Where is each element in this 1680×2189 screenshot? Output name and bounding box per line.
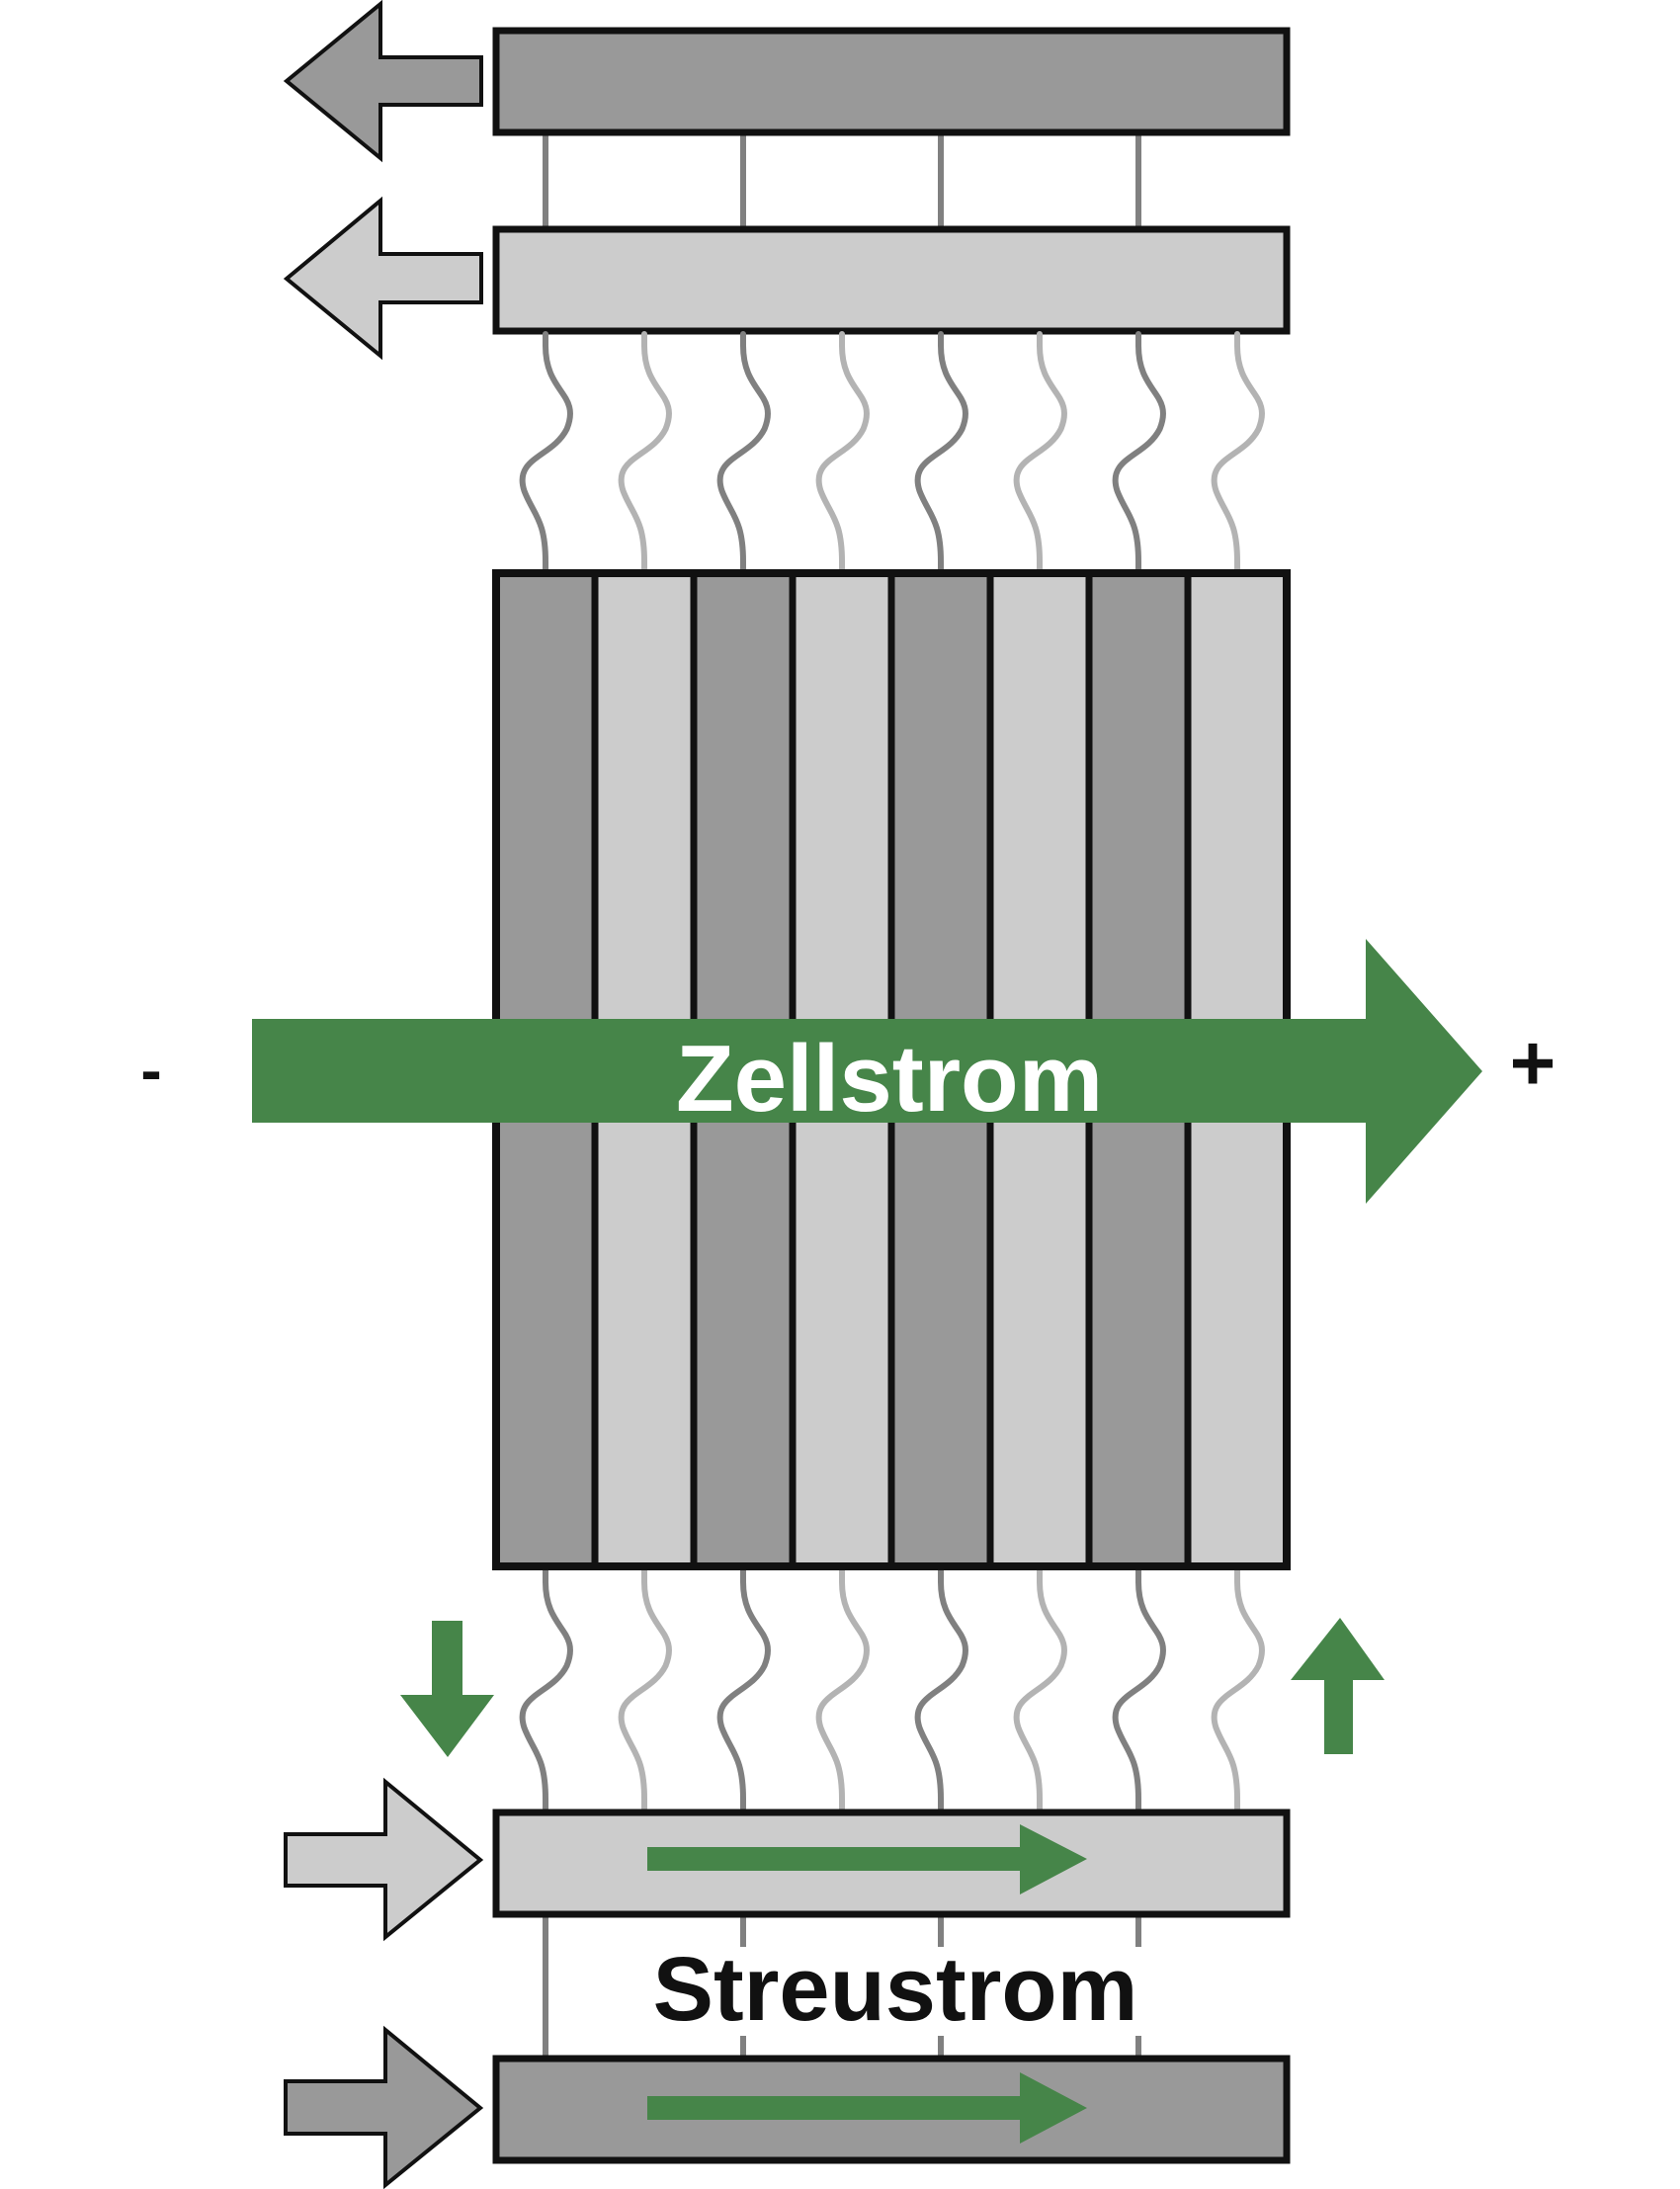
stray-current-up-arrow [1291,1618,1385,1754]
bottom-channel-4 [815,1567,870,1811]
bottom-channel-7 [1112,1567,1166,1811]
bottom-channel-5 [914,1567,968,1811]
top-channel-1 [519,331,573,574]
bottom-channel-1 [519,1567,573,1811]
bottom-channel-8 [1211,1567,1265,1811]
top-channel-5 [914,331,968,574]
top-channel-6 [1013,331,1067,574]
minus-pole-label: - [140,1035,161,1106]
stray-current-down-arrow [400,1621,494,1757]
stray-current-label-backing [632,1947,1156,2036]
bottom-channel-6 [1013,1567,1067,1811]
top-channel-7 [1112,331,1166,574]
top-wavy-channels [519,331,1265,574]
top-manifold-connectors [543,132,1141,229]
outlet-arrow-dark [283,0,483,163]
top-outlet-manifold-dark [492,27,1291,136]
bottom-channel-3 [716,1567,771,1811]
top-channel-4 [815,331,870,574]
top-channel-8 [1211,331,1265,574]
inlet-arrow-dark [284,2025,484,2189]
stray-current-arrow-light-manifold [647,1824,1087,1894]
top-channel-3 [716,331,771,574]
plus-pole-label: + [1510,1019,1556,1107]
outlet-arrow-light [283,196,483,361]
bottom-channel-2 [618,1567,672,1811]
stray-current-label: Streustrom [653,1939,1138,2040]
cell-current-label: Zellstrom [676,1026,1103,1132]
top-outlet-manifold-light [492,225,1291,335]
bottom-wavy-channels [519,1567,1265,1811]
stray-current-arrow-dark-manifold [647,2072,1087,2144]
inlet-arrow-light [284,1777,484,1942]
cell-current-arrow [252,939,1482,1204]
top-channel-2 [618,331,672,574]
